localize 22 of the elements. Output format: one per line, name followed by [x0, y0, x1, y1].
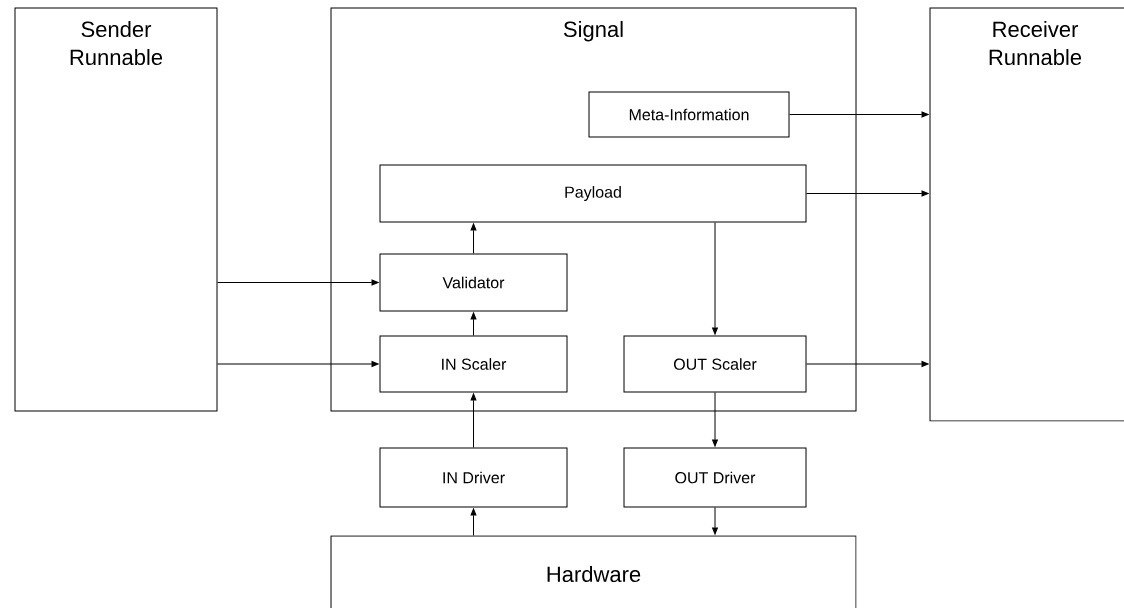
process-box: Payload: [379, 164, 807, 223]
arrow: [217, 361, 379, 367]
process-box: OUT Driver: [623, 447, 807, 508]
process-box: Validator: [379, 253, 568, 312]
arrow: [789, 111, 929, 118]
arrow: [712, 507, 718, 535]
arrow: [470, 223, 477, 254]
arrow: [470, 508, 477, 536]
hardware-box: Hardware: [330, 535, 857, 608]
process-box: OUT Scaler: [623, 335, 807, 393]
process-box: IN Scaler: [379, 335, 568, 393]
runnable-box: Sender Runnable: [14, 7, 218, 412]
arrow: [470, 393, 477, 448]
arrow: [470, 312, 477, 336]
process-box: Meta-Information: [588, 91, 790, 138]
arrow: [806, 361, 929, 367]
arrow: [217, 279, 379, 286]
arrow: [712, 392, 718, 447]
arrow: [712, 222, 718, 335]
arrow: [806, 190, 929, 197]
runnable-box: Receiver Runnable: [929, 7, 1124, 422]
process-box: IN Driver: [379, 447, 568, 508]
